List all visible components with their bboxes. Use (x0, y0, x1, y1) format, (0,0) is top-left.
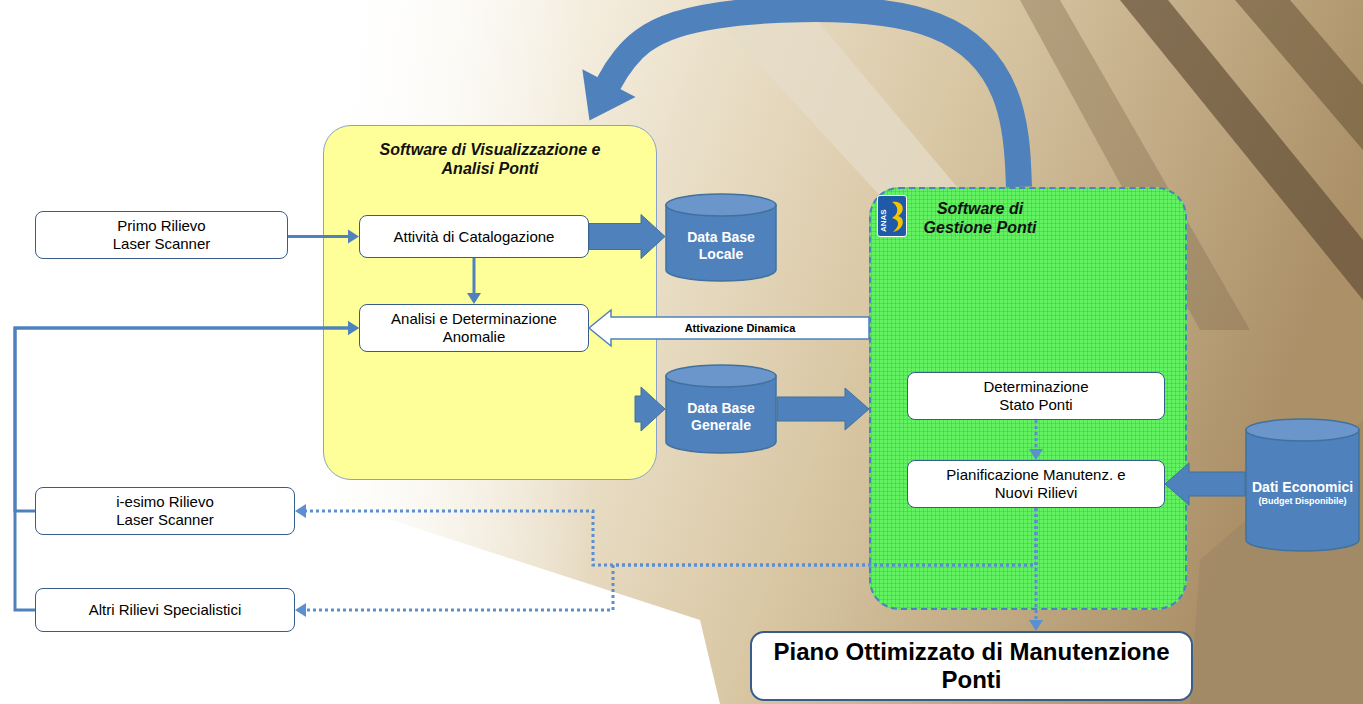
node-label: Attività di Catalogazione (394, 228, 555, 246)
block-arrow (1165, 463, 1245, 505)
dotted-line (304, 508, 1036, 610)
arrow-head (467, 293, 481, 304)
process-box: Attività di Catalogazione (359, 215, 589, 258)
connector (777, 388, 869, 430)
dotted-line (1035, 508, 1038, 622)
software-panel: Software di Gestione PontiDeterminazione… (869, 187, 1187, 610)
node-label: Analisi e Determinazione Anomalie (382, 310, 567, 346)
hollow-block-arrow (589, 310, 869, 346)
connector (295, 504, 1036, 565)
node-label: Pianificazione Manutenz. e Nuovi Rilievi (939, 466, 1134, 502)
dotted-line (1035, 420, 1038, 451)
process-box: Pianificazione Manutenz. e Nuovi Rilievi (907, 460, 1165, 508)
connector (635, 387, 665, 431)
node-label: Dati Economici (1252, 479, 1353, 496)
curved-arrow (608, 9, 1019, 187)
panel-heading: Software di Gestione Ponti (915, 199, 1045, 237)
connector (582, 9, 1019, 187)
arrow-head (295, 603, 306, 617)
connector (295, 508, 1036, 617)
panel-heading: Software di Visualizzazione e Analisi Po… (355, 140, 625, 178)
node-label: (Budget Disponibile) (1259, 496, 1347, 507)
photo-rock (1190, 420, 1363, 704)
arrow-head (582, 69, 635, 120)
connector (288, 230, 359, 244)
node-label: i-esimo Rilievo Laser Scanner (103, 493, 228, 529)
connector (589, 215, 665, 259)
arrow-head (348, 321, 359, 335)
connector-line (473, 258, 476, 295)
node-label: Data Base Locale (681, 229, 761, 263)
label-patch: Attivazione Dinamica (683, 322, 798, 335)
database-cylinder: Dati Economici(Budget Disponibile) (1245, 418, 1360, 552)
logo-text: ANAS (879, 209, 889, 232)
database-cylinder: Data Base Locale (665, 193, 777, 282)
cylinder-top (666, 365, 776, 387)
block-arrow (777, 388, 869, 430)
photo-beam (1235, 0, 1363, 150)
connector (15, 321, 359, 610)
cylinder-body (1246, 430, 1359, 551)
block-arrow (589, 215, 665, 259)
block-arrow (635, 387, 665, 431)
node-label: Determinazione Stato Ponti (974, 378, 1099, 414)
connector (1029, 420, 1043, 460)
dotted-line (304, 508, 1036, 565)
cylinder-top (666, 194, 776, 216)
arrow-head (348, 321, 359, 335)
process-box: Altri Rilievi Specialistici (35, 588, 295, 632)
node-label: Data Base Generale (681, 400, 761, 434)
arrow-head (295, 504, 306, 518)
connector (15, 321, 359, 511)
connector (467, 258, 481, 304)
connector (1165, 463, 1245, 505)
connector-line (288, 235, 350, 238)
process-box: i-esimo Rilievo Laser Scanner (35, 487, 295, 535)
database-cylinder: Data Base Generale (665, 364, 777, 454)
software-panel: Software di Visualizzazione e Analisi Po… (323, 125, 657, 480)
arrow-head (1029, 449, 1043, 460)
connector (589, 310, 869, 346)
node-label: Piano Ottimizzato di Manutenzione Ponti (762, 638, 1182, 693)
connector-line (15, 328, 350, 511)
anas-logo: ANAS (877, 195, 907, 237)
node-label: Altri Rilievi Specialistici (89, 601, 242, 619)
arrow-head (1029, 620, 1043, 631)
node-label: Primo Rilievo Laser Scanner (102, 217, 222, 253)
arrow-head (348, 230, 359, 244)
process-box: Primo Rilievo Laser Scanner (35, 211, 288, 259)
output-box: Piano Ottimizzato di Manutenzione Ponti (750, 631, 1193, 701)
edge-label: Attivazione Dinamica (685, 322, 796, 335)
connector-line (15, 328, 350, 610)
process-box: Analisi e Determinazione Anomalie (359, 304, 589, 352)
logo-wing (892, 202, 903, 232)
process-box: Determinazione Stato Ponti (907, 372, 1165, 420)
cylinder-top (1246, 419, 1359, 441)
